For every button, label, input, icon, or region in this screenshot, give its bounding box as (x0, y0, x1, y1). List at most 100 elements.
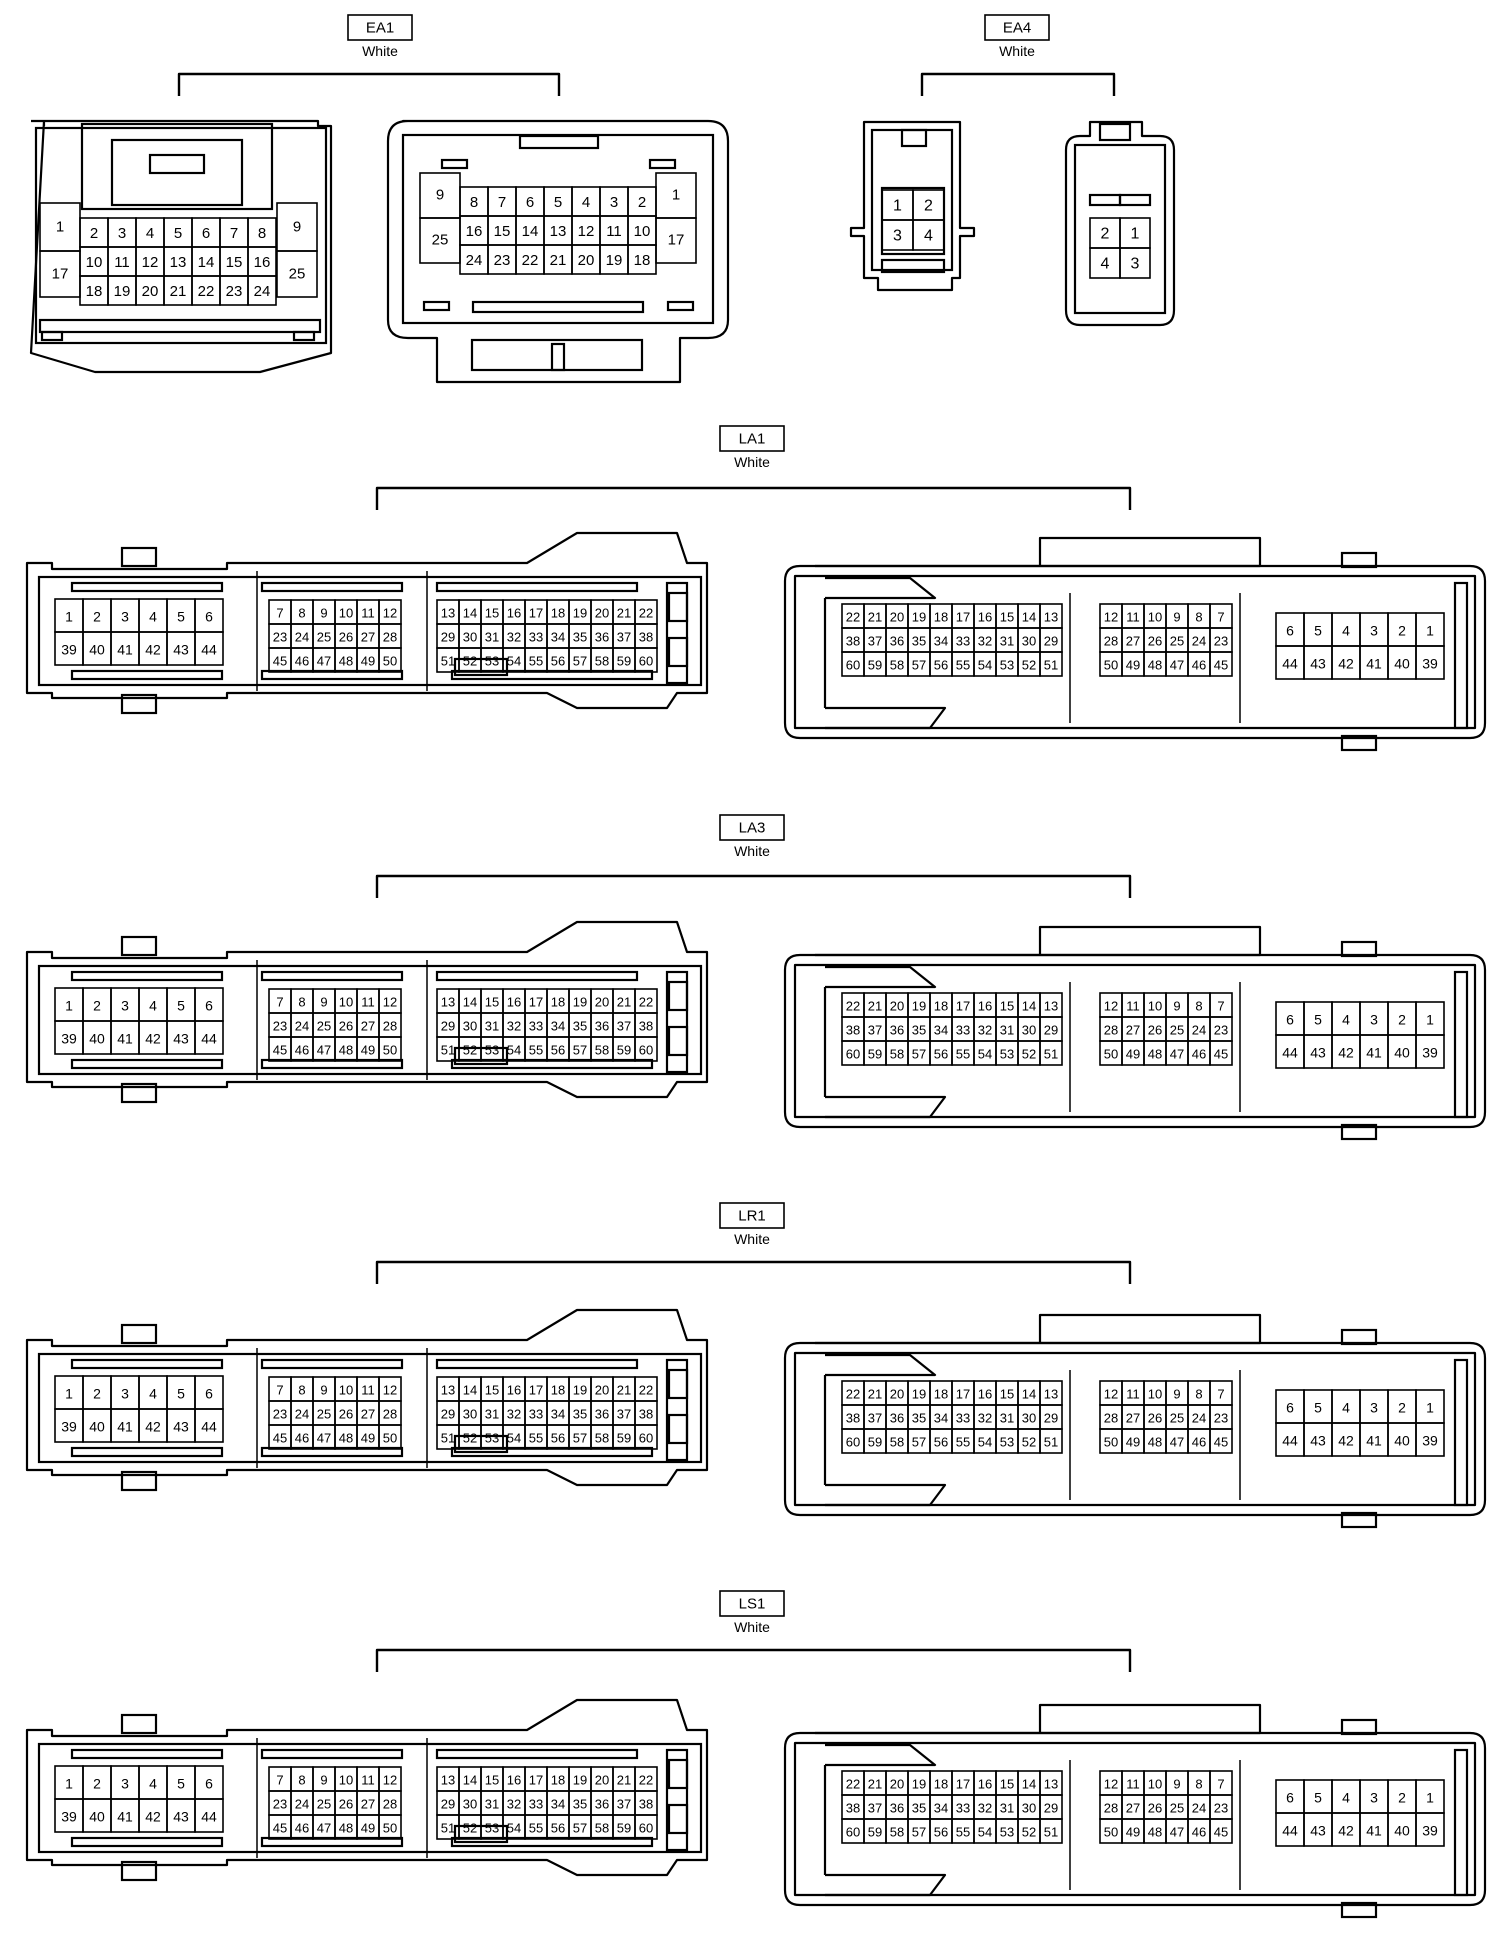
pin-number: 35 (912, 1801, 926, 1816)
pin-number: 4 (1342, 1012, 1350, 1028)
connector-code: LA3 (739, 820, 766, 837)
pin-number: 4 (149, 998, 157, 1014)
pin-number: 15 (494, 223, 511, 240)
housing-outline (815, 1313, 1262, 1345)
pin-number: 15 (226, 254, 243, 271)
pin-number: 44 (1282, 656, 1298, 672)
pin-cell (194, 1408, 224, 1443)
pin-number: 14 (463, 1773, 477, 1788)
pin-number: 8 (470, 194, 478, 211)
pin-number: 42 (1338, 1433, 1354, 1449)
pin-number: 20 (578, 252, 595, 269)
pin-number: 50 (1104, 1825, 1118, 1840)
pin-number: 38 (846, 1801, 860, 1816)
housing-outline (1064, 120, 1176, 327)
pin-number: 55 (956, 658, 970, 673)
pin-number: 7 (276, 606, 283, 621)
pin-number: 33 (529, 1797, 543, 1812)
pin-number: 8 (298, 1383, 305, 1398)
pin-number: 45 (273, 1431, 287, 1446)
pin-number: 51 (1044, 1435, 1058, 1450)
pin-number: 37 (868, 634, 882, 649)
pin-number: 45 (1214, 1047, 1228, 1062)
housing-outline (793, 1351, 1477, 1507)
pin-number: 39 (61, 1809, 77, 1825)
pin-number: 16 (978, 610, 992, 625)
pin-number: 27 (361, 630, 375, 645)
pin-number: 3 (1370, 623, 1378, 639)
pin-number: 26 (1148, 1801, 1162, 1816)
pin-cell (378, 1814, 402, 1840)
pin-number: 25 (1170, 634, 1184, 649)
pin-number: 53 (1000, 658, 1014, 673)
slot (667, 1025, 689, 1057)
pin-number: 27 (1126, 1801, 1140, 1816)
pin-cell (1415, 1034, 1445, 1069)
pin-number: 22 (639, 1383, 653, 1398)
pin-number: 27 (361, 1407, 375, 1422)
pin-number: 12 (383, 1383, 397, 1398)
slot (825, 1095, 947, 1119)
pin-number: 41 (117, 1031, 133, 1047)
pin-number: 51 (1044, 1825, 1058, 1840)
pin-number: 19 (912, 1777, 926, 1792)
housing-outline (37, 1352, 703, 1464)
pin-number: 52 (463, 1043, 477, 1058)
slot (1453, 970, 1469, 1119)
pin-number: 21 (617, 1383, 631, 1398)
pin-number: 1 (1131, 226, 1140, 243)
pin-number: 54 (507, 1431, 521, 1446)
pin-number: 1 (1426, 1790, 1434, 1806)
pin-number: 41 (1366, 1045, 1382, 1061)
pin-number: 44 (201, 1031, 217, 1047)
pin-number: 10 (1148, 1777, 1162, 1792)
latch (1098, 122, 1132, 142)
slot (825, 706, 947, 730)
pin-number: 5 (177, 998, 185, 1014)
housing-outline (37, 964, 703, 1076)
slot (880, 258, 946, 274)
pin-number: 14 (198, 254, 215, 271)
pin-cell (194, 1020, 224, 1055)
slot (70, 1748, 224, 1760)
pin-number: 48 (1148, 1825, 1162, 1840)
pin-number: 19 (573, 606, 587, 621)
slot (667, 1413, 689, 1445)
pin-number: 28 (383, 630, 397, 645)
pin-number: 7 (276, 1383, 283, 1398)
slot (70, 1358, 224, 1370)
slot (450, 1058, 654, 1070)
pin-number: 38 (639, 630, 653, 645)
pin-number: 29 (1044, 1411, 1058, 1426)
pin-number: 7 (498, 194, 506, 211)
pin-number: 56 (551, 1431, 565, 1446)
slot (70, 1058, 224, 1070)
pin-number: 39 (61, 642, 77, 658)
pin-number: 35 (573, 1407, 587, 1422)
pin-cell (1039, 1818, 1063, 1844)
pin-cell (634, 1036, 658, 1062)
pin-number: 28 (383, 1407, 397, 1422)
pin-number: 39 (61, 1419, 77, 1435)
connector-code: LS1 (739, 1596, 766, 1613)
pin-number: 18 (86, 283, 103, 300)
pin-number: 10 (1148, 1387, 1162, 1402)
pin-number: 2 (1398, 623, 1406, 639)
pin-number: 60 (846, 658, 860, 673)
pin-cell (378, 1036, 402, 1062)
pin-number: 46 (295, 1821, 309, 1836)
pin-number: 11 (361, 995, 375, 1010)
slot (1118, 193, 1152, 207)
pin-number: 1 (65, 1776, 73, 1792)
pin-number: 44 (201, 1809, 217, 1825)
slot (450, 1836, 654, 1848)
housing-outline (783, 564, 1487, 740)
pin-number: 20 (890, 1777, 904, 1792)
pin-number: 51 (441, 1043, 455, 1058)
pin-number: 52 (1022, 1825, 1036, 1840)
pin-number: 54 (978, 658, 992, 673)
pin-number: 39 (1422, 656, 1438, 672)
slot (260, 581, 404, 593)
